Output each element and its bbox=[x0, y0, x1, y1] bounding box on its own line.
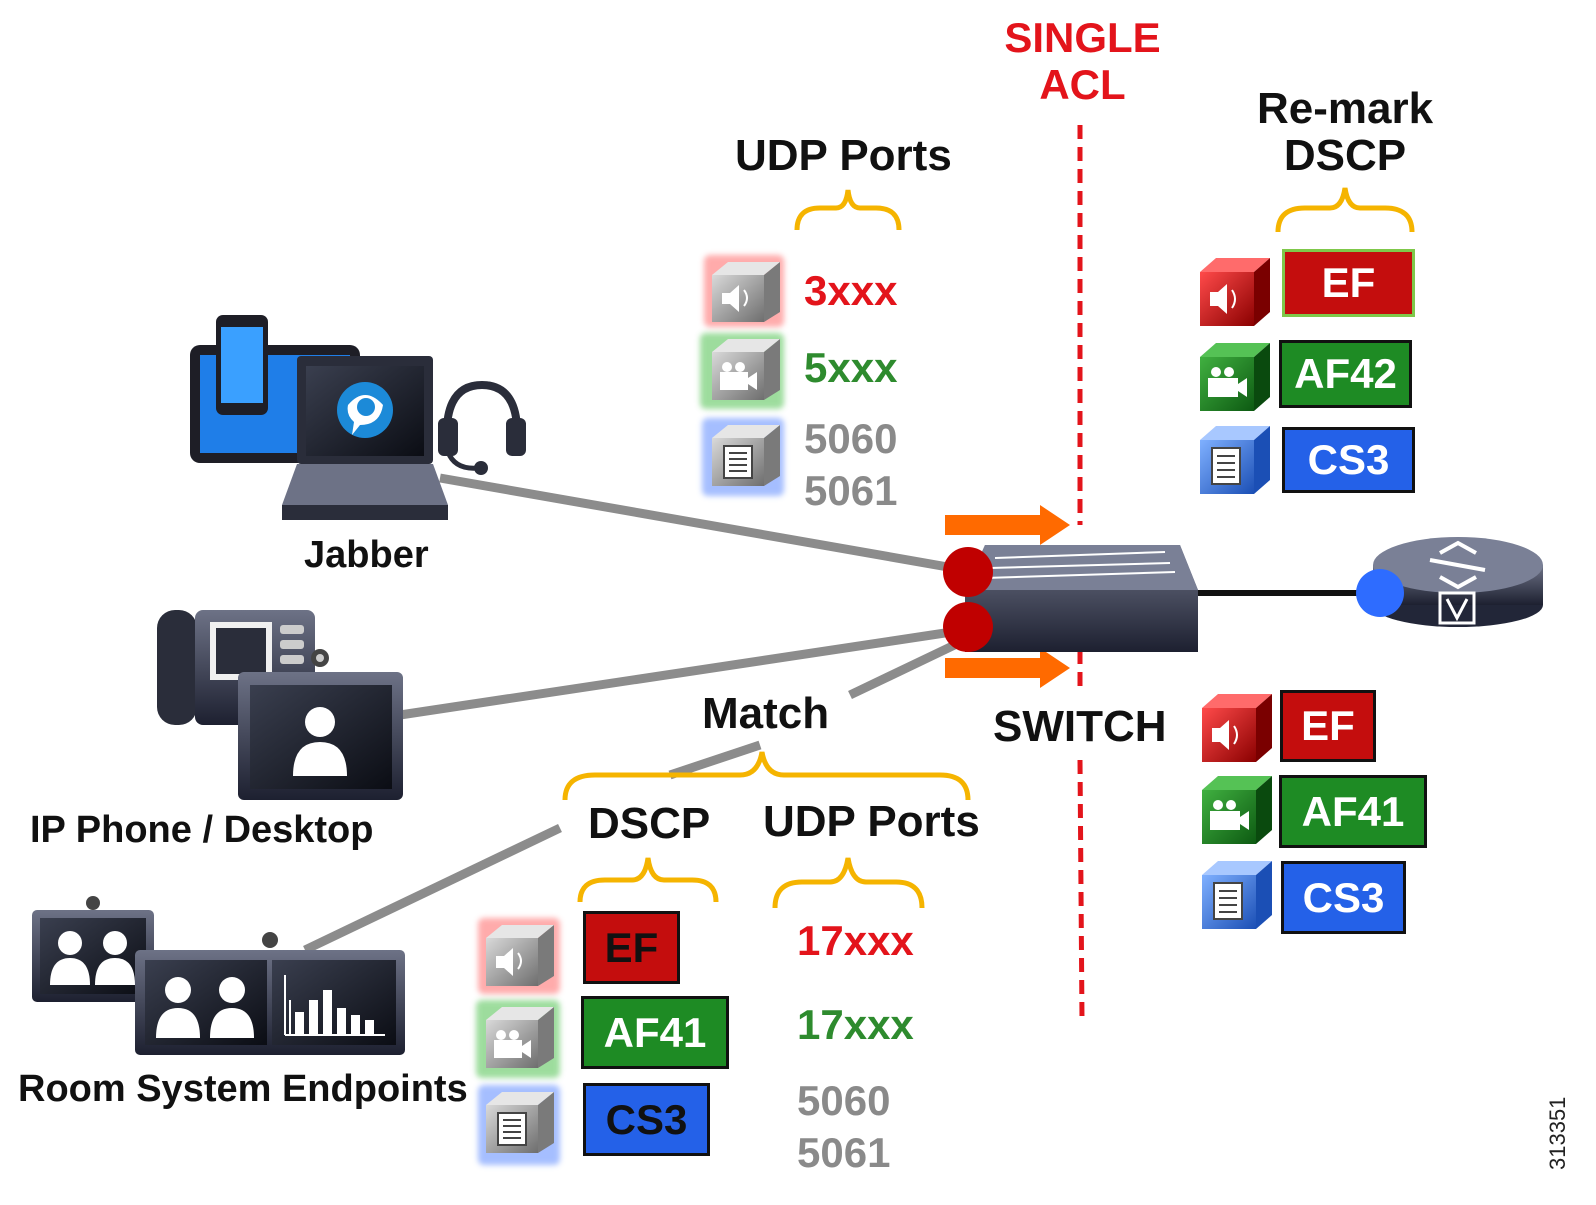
smartphone-icon bbox=[216, 315, 268, 415]
match-port-sip: 5060 bbox=[797, 1077, 891, 1124]
room-link-upper bbox=[668, 740, 762, 780]
audio-cube-icon-top bbox=[704, 255, 784, 327]
video-cube-icon-match bbox=[476, 1000, 560, 1078]
match-udp-header: UDP Ports bbox=[763, 797, 980, 846]
port-dot-top bbox=[943, 547, 993, 597]
video-cube-icon-remark-top bbox=[1200, 343, 1270, 411]
remark-title-line2: DSCP bbox=[1283, 130, 1407, 180]
signaling-cube-icon-remark-top bbox=[1200, 426, 1270, 494]
signaling-cube-icon-match bbox=[478, 1085, 560, 1165]
remark-title-line1: Re-mark bbox=[1256, 84, 1434, 133]
port-dot-bottom bbox=[943, 602, 993, 652]
match-port-video: 17xxx bbox=[797, 1001, 914, 1048]
headset-icon bbox=[438, 380, 526, 475]
match-dscp-cs3: CS3 bbox=[583, 1083, 710, 1156]
ip-phone-label: IP Phone / Desktop bbox=[30, 809, 374, 851]
udp-top-header: UDP Ports bbox=[735, 131, 952, 180]
switch-icon bbox=[965, 545, 1198, 652]
match-port-audio: 17xxx bbox=[797, 917, 914, 964]
remark-brace bbox=[1275, 187, 1415, 233]
audio-cube-icon-remark-top bbox=[1200, 258, 1270, 326]
desktop-video-icon bbox=[238, 649, 403, 800]
router-dot bbox=[1356, 569, 1404, 617]
udp-top-port-audio: 3xxx bbox=[804, 267, 898, 314]
acl-title-line1: SINGLE bbox=[1004, 14, 1161, 61]
room-system-icon bbox=[32, 896, 405, 1055]
switch-label: SWITCH bbox=[993, 702, 1167, 751]
remark-top-af42: AF42 bbox=[1279, 340, 1412, 408]
laptop-icon bbox=[282, 356, 448, 520]
remark-title: Re-mark DSCP bbox=[1250, 84, 1440, 180]
remark-bottom-af41: AF41 bbox=[1279, 775, 1427, 848]
figure-id: 313351 bbox=[1545, 1096, 1570, 1170]
match-brace bbox=[562, 751, 971, 801]
remark-bottom-cs3: CS3 bbox=[1281, 861, 1406, 934]
dscp-brace bbox=[577, 857, 719, 903]
ingress-arrow-top bbox=[945, 505, 1070, 545]
acl-line-lower bbox=[1077, 759, 1085, 1021]
match-dscp-header: DSCP bbox=[588, 799, 711, 848]
ingress-arrow-bottom bbox=[945, 648, 1070, 688]
udp-top-port-video: 5xxx bbox=[804, 344, 898, 391]
udp-top-port-sip: 5060 bbox=[804, 415, 898, 462]
udp-bottom-brace bbox=[772, 857, 925, 909]
match-port-sip-tls: 5061 bbox=[797, 1129, 891, 1176]
acl-title: SINGLE ACL bbox=[1000, 14, 1165, 108]
remark-top-ef: EF bbox=[1282, 249, 1415, 317]
room-system-label: Room System Endpoints bbox=[18, 1068, 468, 1110]
jabber-link bbox=[439, 473, 966, 575]
video-cube-icon-remark-bottom bbox=[1202, 776, 1272, 844]
router-icon bbox=[1373, 537, 1543, 627]
match-dscp-af41: AF41 bbox=[581, 996, 729, 1069]
match-dscp-ef: EF bbox=[583, 911, 680, 984]
match-header: Match bbox=[702, 689, 830, 738]
remark-bottom-ef: EF bbox=[1280, 690, 1376, 762]
acl-title-line2: ACL bbox=[1039, 61, 1126, 109]
jabber-label: Jabber bbox=[304, 534, 429, 576]
signaling-cube-icon-top bbox=[702, 418, 784, 496]
phone-link bbox=[399, 625, 966, 720]
audio-cube-icon-match bbox=[478, 918, 560, 994]
room-link-top bbox=[848, 635, 967, 700]
room-link bbox=[303, 823, 562, 955]
remark-top-cs3: CS3 bbox=[1282, 427, 1415, 493]
udp-top-port-sip-tls: 5061 bbox=[804, 467, 898, 514]
signaling-cube-icon-remark-bottom bbox=[1202, 861, 1272, 929]
audio-cube-icon-remark-bottom bbox=[1202, 694, 1272, 762]
video-cube-icon-top bbox=[700, 333, 784, 409]
udp-top-brace bbox=[794, 189, 902, 231]
